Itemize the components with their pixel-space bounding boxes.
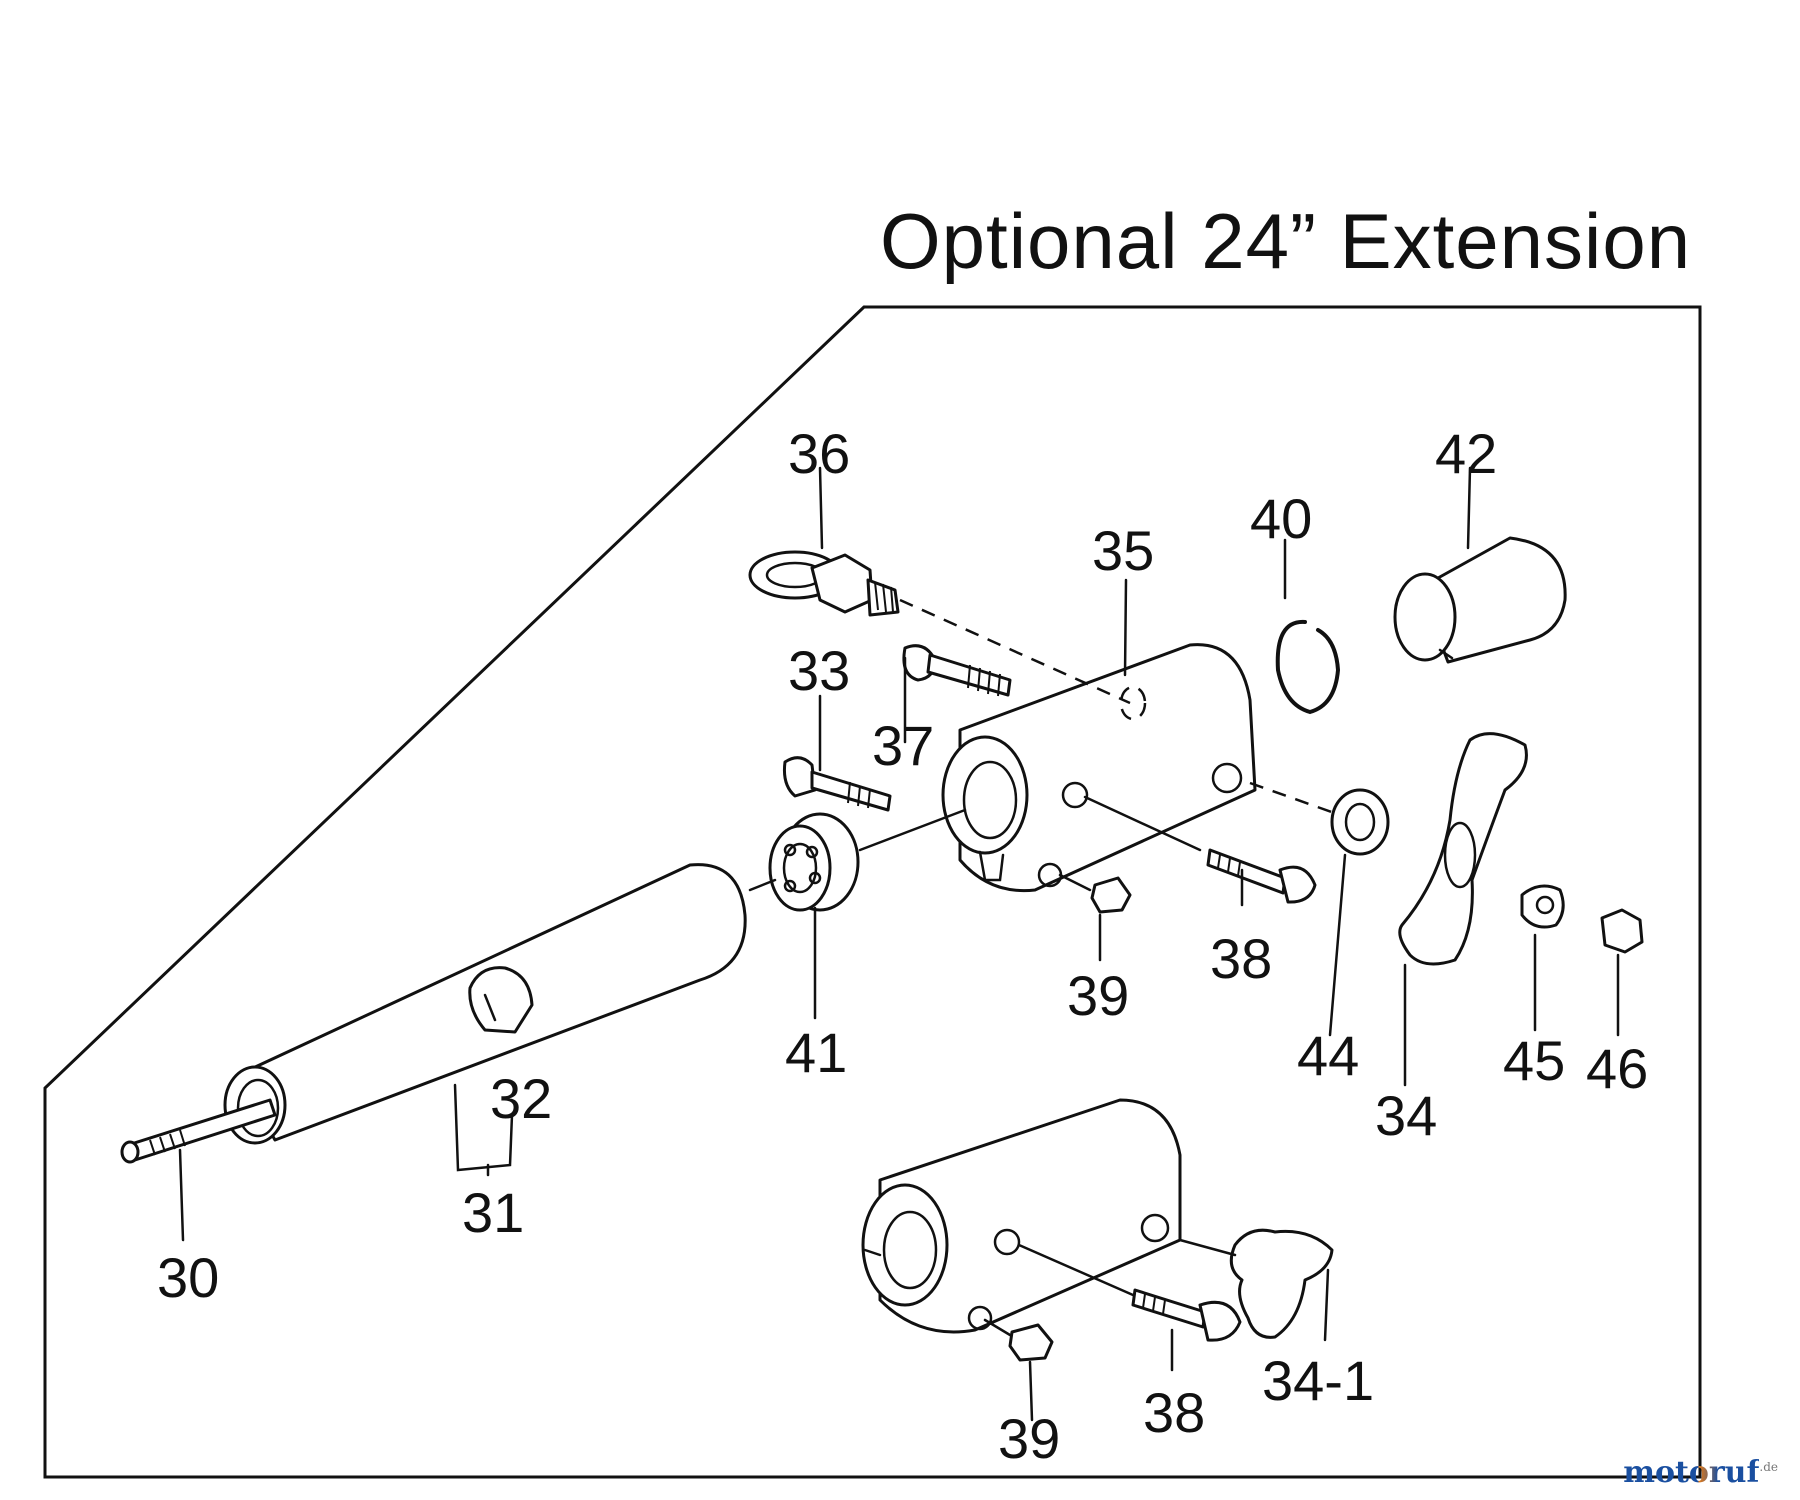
- callout-46: 46: [1586, 1037, 1648, 1100]
- tube-assembly: [120, 863, 747, 1164]
- callout-39-upper: 39: [1067, 964, 1129, 1027]
- eye-bolt: [748, 550, 900, 617]
- key-part: [468, 966, 534, 1034]
- clamp-lever: [1398, 732, 1528, 966]
- callout-34: 34: [1375, 1084, 1437, 1147]
- callout-39-lower: 39: [998, 1407, 1060, 1470]
- callout-30: 30: [157, 1246, 219, 1309]
- callout-labels: 36 42 40 35 33 37 38 39 41 44 34 45 46 3…: [157, 422, 1648, 1470]
- circlip: [1275, 619, 1341, 715]
- screw-38-upper: [1206, 848, 1317, 904]
- nut-39-lower: [1008, 1323, 1054, 1362]
- callout-37: 37: [872, 714, 934, 777]
- knob: [1229, 1228, 1334, 1339]
- nut-45: [1520, 884, 1565, 929]
- callout-31: 31: [462, 1181, 524, 1244]
- nut-39-upper: [1090, 876, 1132, 914]
- bearing-part: [768, 812, 860, 912]
- nut-46: [1600, 908, 1644, 954]
- callout-36: 36: [788, 422, 850, 485]
- washer: [1330, 788, 1390, 856]
- callout-35: 35: [1092, 519, 1154, 582]
- leader-lines: [178, 466, 1620, 1422]
- callout-33: 33: [788, 639, 850, 702]
- diagram-title: Optional 24” Extension: [880, 197, 1692, 285]
- screw-38-lower: [1131, 1288, 1242, 1342]
- callout-34-1: 34-1: [1262, 1349, 1374, 1412]
- bolt-37: [902, 644, 1012, 697]
- callout-40: 40: [1250, 487, 1312, 550]
- callout-41: 41: [785, 1021, 847, 1084]
- callout-45: 45: [1503, 1029, 1565, 1092]
- callout-38-upper: 38: [1210, 927, 1272, 990]
- upper-housing: [941, 643, 1257, 893]
- watermark-logo: motoruf.de: [1623, 1455, 1778, 1490]
- screw-33: [783, 756, 892, 812]
- watermark-suffix: .de: [1759, 1460, 1778, 1474]
- callout-42: 42: [1435, 422, 1497, 485]
- sleeve: [1393, 536, 1567, 664]
- frame-border: [43, 305, 1702, 1479]
- callout-44: 44: [1297, 1024, 1359, 1087]
- callout-32: 32: [490, 1067, 552, 1130]
- lower-housing: [861, 1098, 1182, 1334]
- callout-38-lower: 38: [1143, 1381, 1205, 1444]
- watermark-brand: motoruf: [1623, 1455, 1760, 1490]
